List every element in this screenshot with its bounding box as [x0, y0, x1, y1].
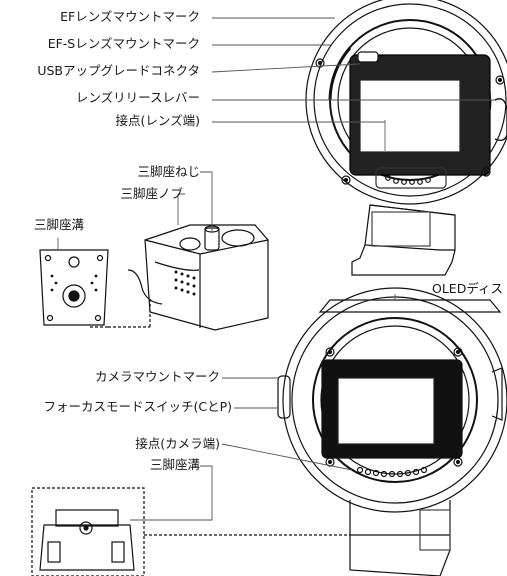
- lens-side-mount: [305, 0, 507, 276]
- ef-mount-mark-label: EFレンズマウントマーク: [60, 9, 200, 24]
- bottom-tripod-detail: [31, 487, 350, 576]
- camera-contacts-label: 接点(カメラ端): [135, 436, 220, 451]
- camera-contacts-icon: [356, 466, 428, 478]
- oled-display-label: OLEDディス: [432, 281, 503, 296]
- leader-lines: [57, 17, 495, 521]
- lens-release-lever-label: レンズリリースレバー: [75, 90, 200, 105]
- tripod-screw-label: 三脚座ねじ: [137, 164, 200, 179]
- tripod-groove-label-top: 三脚座溝: [34, 217, 85, 232]
- tripod-plate-detail: [39, 249, 151, 328]
- camera-mount-mark-label: カメラマウントマーク: [94, 369, 220, 384]
- usb-port-icon: [357, 51, 379, 63]
- lens-contacts-icon: [385, 175, 431, 185]
- lens-contacts-label: 接点(レンズ端): [115, 113, 200, 128]
- efs-mount-mark-label: EF-Sレンズマウントマーク: [47, 36, 200, 51]
- camera-side-mount: [277, 287, 507, 576]
- tripod-groove-label-bottom: 三脚座溝: [149, 457, 200, 472]
- tripod-knob-label: 三脚座ノブ: [120, 186, 183, 201]
- focus-switch-icon: [277, 375, 291, 419]
- usb-connector-label: USBアップグレードコネクタ: [37, 63, 200, 78]
- release-lever-icon: [494, 98, 507, 142]
- tripod-knob-detail: [127, 224, 269, 331]
- focus-mode-switch-label: フォーカスモードスイッチ(CとP): [43, 399, 232, 414]
